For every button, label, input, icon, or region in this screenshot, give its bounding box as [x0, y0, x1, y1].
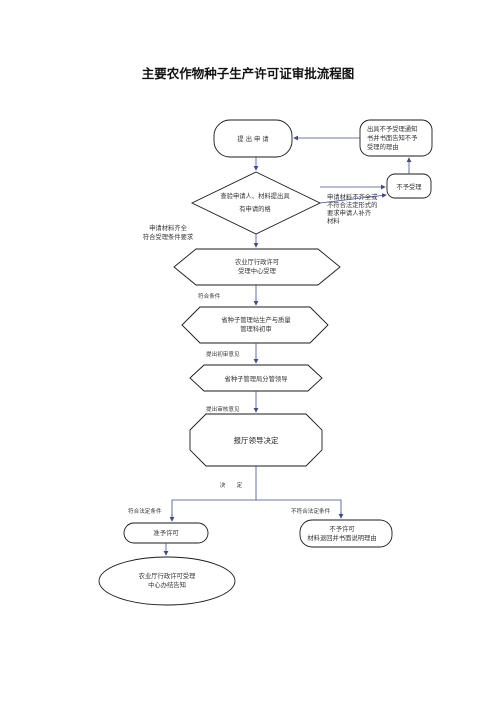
- grant-label: 准予许可: [153, 528, 178, 537]
- review-materials-line-1: 查验申请人、材料提出具: [220, 191, 290, 200]
- seed-review-node: [181, 306, 329, 344]
- review-materials-line-2: 有申请的格: [239, 204, 271, 213]
- service-center-node: [173, 248, 341, 286]
- apply-label: 提 出 申 请: [237, 134, 269, 143]
- deny-line-1: 不予许可: [329, 524, 354, 533]
- supplement-note-line-3: 要求申请人补齐: [327, 208, 372, 217]
- reject-accept-label: 不予受理: [396, 182, 422, 191]
- issue-notice-line-2: 书并书面告知不予: [367, 133, 417, 142]
- notify-line-1: 农业厅行政许可受理: [139, 571, 196, 580]
- leader-decision-label: 报厅领导决定: [234, 435, 279, 445]
- legal-yes-label: 符合法定条件: [128, 507, 162, 515]
- apply-node: [213, 119, 293, 158]
- decision-label: 决 定: [220, 481, 243, 489]
- bureau-review-label: 省种子管理局分管领导: [225, 374, 288, 383]
- legal-no-label: 不符合法定条件: [291, 507, 331, 515]
- edge-supplement: [319, 193, 387, 204]
- service-center-line-1: 农业厅行政许可: [235, 257, 279, 266]
- review-opinion-label: 提出审核意见: [206, 405, 240, 413]
- issue-notice-line-1: 出具不予受理通知: [367, 124, 417, 133]
- page-title: 主要农作物种子生产许可证审批流程图: [142, 66, 355, 81]
- complete-note-line-2: 符合受理条件要求: [143, 232, 194, 241]
- issue-notice-line-3: 受理的理由: [367, 142, 398, 151]
- first-opinion-label: 提出初审意见: [206, 350, 240, 358]
- review-materials-node: [190, 171, 322, 235]
- seed-review-line-1: 省种子管理站生产与质量: [221, 315, 291, 324]
- supplement-note-line-1: 申请材料不齐全或: [327, 192, 378, 201]
- notify-node: [98, 556, 236, 606]
- notify-line-2: 中心办结告知: [148, 580, 186, 589]
- service-center-line-2: 受理中心受理: [238, 266, 276, 275]
- edge-decision-split: [171, 499, 342, 521]
- bureau-review-node: [189, 364, 323, 392]
- complete-note-line-1: 申请材料齐全: [149, 223, 187, 232]
- supplement-note-line-2: 不符合法定形式的: [327, 200, 377, 209]
- deny-line-2: 材料退回并书面说明理由: [307, 533, 376, 542]
- supplement-note-line-4: 材料: [327, 216, 340, 225]
- meets-conditions-label: 符合条件: [198, 292, 221, 300]
- seed-review-line-2: 管理科初审: [240, 324, 271, 333]
- deny-node: [299, 519, 393, 548]
- leader-decision-node: [189, 413, 323, 467]
